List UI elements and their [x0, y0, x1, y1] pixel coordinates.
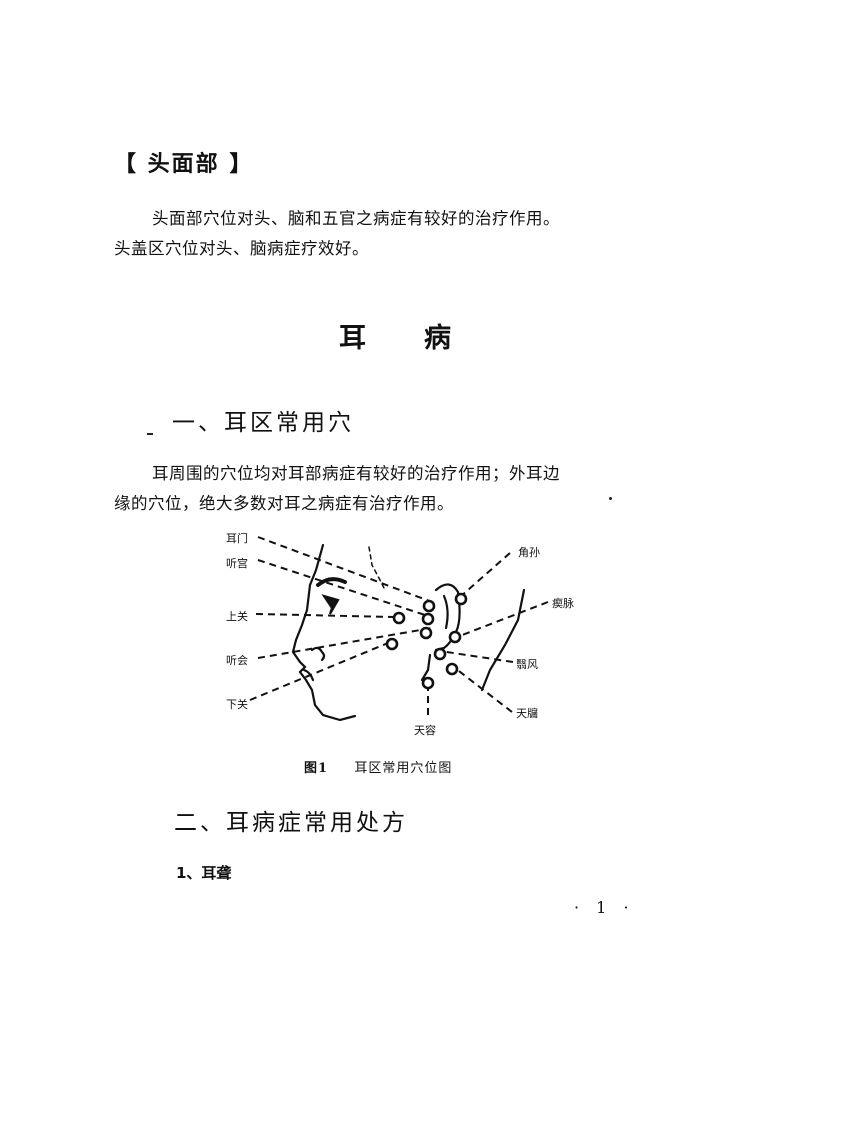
label-shangguan: 上关	[226, 610, 248, 623]
label-tinghui: 听会	[226, 654, 248, 667]
label-tinggong: 听宫	[226, 557, 248, 570]
part1-heading: 一、耳区常用穴	[172, 410, 354, 436]
part2-heading: 二、耳病症常用处方	[174, 810, 408, 836]
stray-mark	[147, 433, 153, 435]
page-number: · 1 ·	[574, 898, 635, 917]
chapter-title: 耳病	[0, 316, 790, 355]
label-jiaosun: 角孙	[518, 546, 540, 559]
section-paragraph-line1: 头面部穴位对头、脑和五官之病症有较好的治疗作用。	[152, 209, 560, 228]
chapter-title-char1: 耳	[339, 323, 366, 354]
part1-paragraph-line1: 耳周围的穴位均对耳部病症有较好的治疗作用；外耳边	[152, 464, 560, 483]
figure-caption-number: 图1	[304, 761, 329, 776]
label-tianrong: 天容	[414, 724, 436, 737]
label-chimai: 瘈脉	[552, 597, 574, 610]
figure-caption: 图1 耳区常用穴位图	[304, 757, 452, 776]
section-paragraph-line2: 头盖区穴位对头、脑病症疗效好。	[114, 239, 369, 258]
section-heading: 【 头面部 】	[114, 152, 254, 177]
item1-heading: 1、耳聋	[176, 864, 232, 882]
figure-caption-text: 耳区常用穴位图	[354, 761, 453, 776]
stray-dot	[609, 497, 612, 500]
part1-paragraph-line2: 缘的穴位，绝大多数对耳之病症有治疗作用。	[114, 494, 454, 513]
label-tianyou: 天牖	[516, 707, 538, 720]
chapter-title-char2: 病	[424, 323, 451, 354]
label-ermen: 耳门	[226, 532, 248, 545]
label-xiaguan: 下关	[226, 698, 248, 711]
label-yifeng: 翳风	[516, 658, 538, 671]
